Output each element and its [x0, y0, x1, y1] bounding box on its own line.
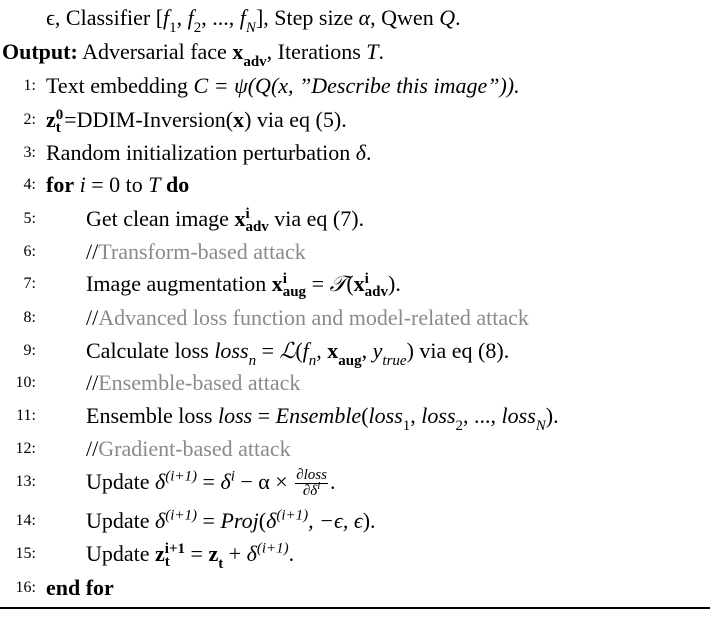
line-number: 1: [23, 77, 36, 94]
line-number: 5: [23, 210, 36, 227]
comment-text: Ensemble-based attack [98, 370, 301, 395]
line-number: 8: [23, 309, 36, 326]
output-label: Output: [2, 39, 78, 64]
line-number: 16: [15, 579, 36, 596]
line-number: 3: [23, 144, 36, 161]
line-number: 11: [16, 407, 36, 424]
line-number: 2: [23, 111, 36, 128]
input-continuation: ϵ, Classifier [f1, f2, ..., fN], Step si… [46, 5, 461, 37]
bottom-rule [0, 607, 710, 609]
comment-text: Transform-based attack [98, 239, 306, 264]
line-number: 13: [15, 473, 36, 490]
line-number: 7: [23, 275, 36, 292]
comment-text: Gradient-based attack [98, 436, 291, 461]
line-number: 10: [15, 374, 36, 391]
comment-text: Advanced loss function and model-related… [98, 305, 529, 330]
line-number: 9: [23, 342, 36, 359]
line-number: 6: [23, 243, 36, 260]
line-number: 12: [15, 440, 36, 457]
line-number: 15: [15, 545, 36, 562]
gradient-fraction: ∂loss∂δi [295, 467, 328, 500]
line-number: 4: [23, 176, 36, 193]
line-number: 14: [15, 512, 36, 529]
